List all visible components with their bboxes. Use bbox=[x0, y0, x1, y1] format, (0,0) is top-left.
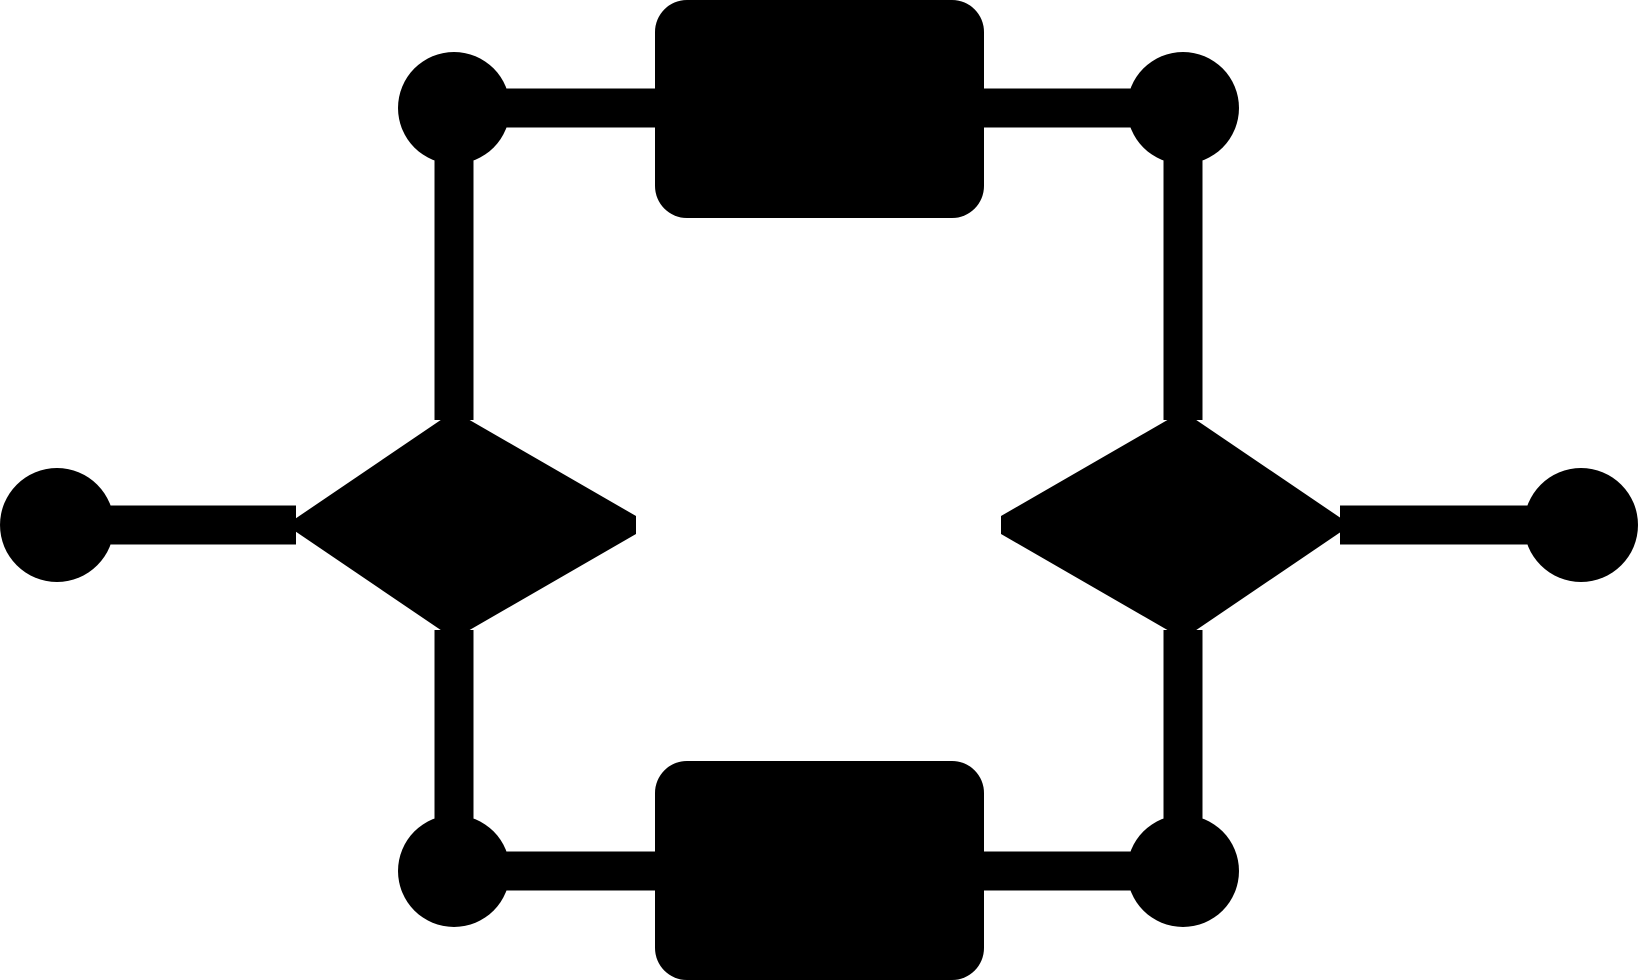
top-process-box bbox=[655, 0, 984, 218]
bottom-process-box bbox=[655, 761, 984, 980]
input-terminal-circle bbox=[0, 468, 114, 582]
top-right-junction-circle bbox=[1127, 52, 1239, 164]
merge-decision-diamond bbox=[1001, 411, 1351, 639]
output-terminal-circle bbox=[1524, 468, 1638, 582]
bottom-right-junction-circle bbox=[1127, 815, 1239, 927]
bottom-left-junction-circle bbox=[398, 815, 510, 927]
top-left-junction-circle bbox=[398, 52, 510, 164]
connector-group bbox=[57, 88, 1581, 891]
split-decision-diamond bbox=[286, 411, 636, 639]
